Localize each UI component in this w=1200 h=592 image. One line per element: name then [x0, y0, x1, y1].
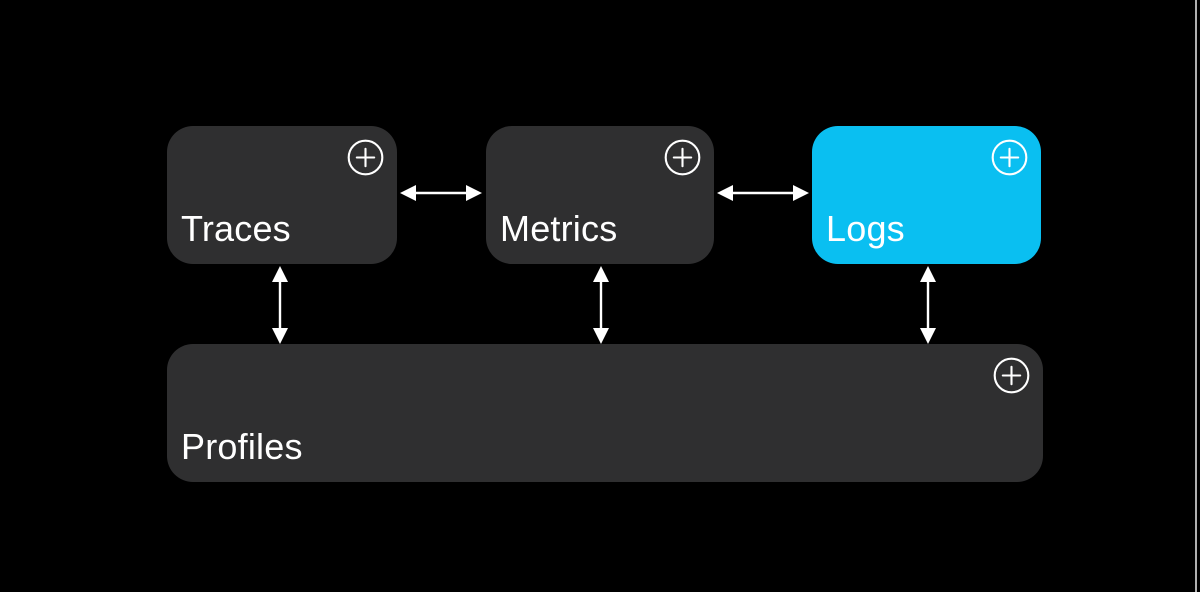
node-label-profiles: Profiles: [181, 426, 303, 468]
node-logs[interactable]: Logs: [812, 126, 1041, 264]
plus-circle-icon: [664, 139, 701, 176]
node-label-logs: Logs: [826, 208, 905, 250]
add-button[interactable]: [993, 357, 1030, 394]
double-arrow-traces-profiles: [272, 266, 288, 344]
double-arrow-logs-profiles: [920, 266, 936, 344]
plus-circle-icon: [347, 139, 384, 176]
add-button[interactable]: [347, 139, 384, 176]
node-profiles[interactable]: Profiles: [167, 344, 1043, 482]
plus-circle-icon: [993, 357, 1030, 394]
node-label-metrics: Metrics: [500, 208, 618, 250]
node-traces[interactable]: Traces: [167, 126, 397, 264]
double-arrow-metrics-profiles: [593, 266, 609, 344]
double-arrow-traces-metrics: [400, 185, 482, 201]
plus-circle-icon: [991, 139, 1028, 176]
node-label-traces: Traces: [181, 208, 291, 250]
screenshot-edge-line: [1195, 0, 1197, 592]
add-button[interactable]: [991, 139, 1028, 176]
node-metrics[interactable]: Metrics: [486, 126, 714, 264]
double-arrow-metrics-logs: [717, 185, 809, 201]
add-button[interactable]: [664, 139, 701, 176]
